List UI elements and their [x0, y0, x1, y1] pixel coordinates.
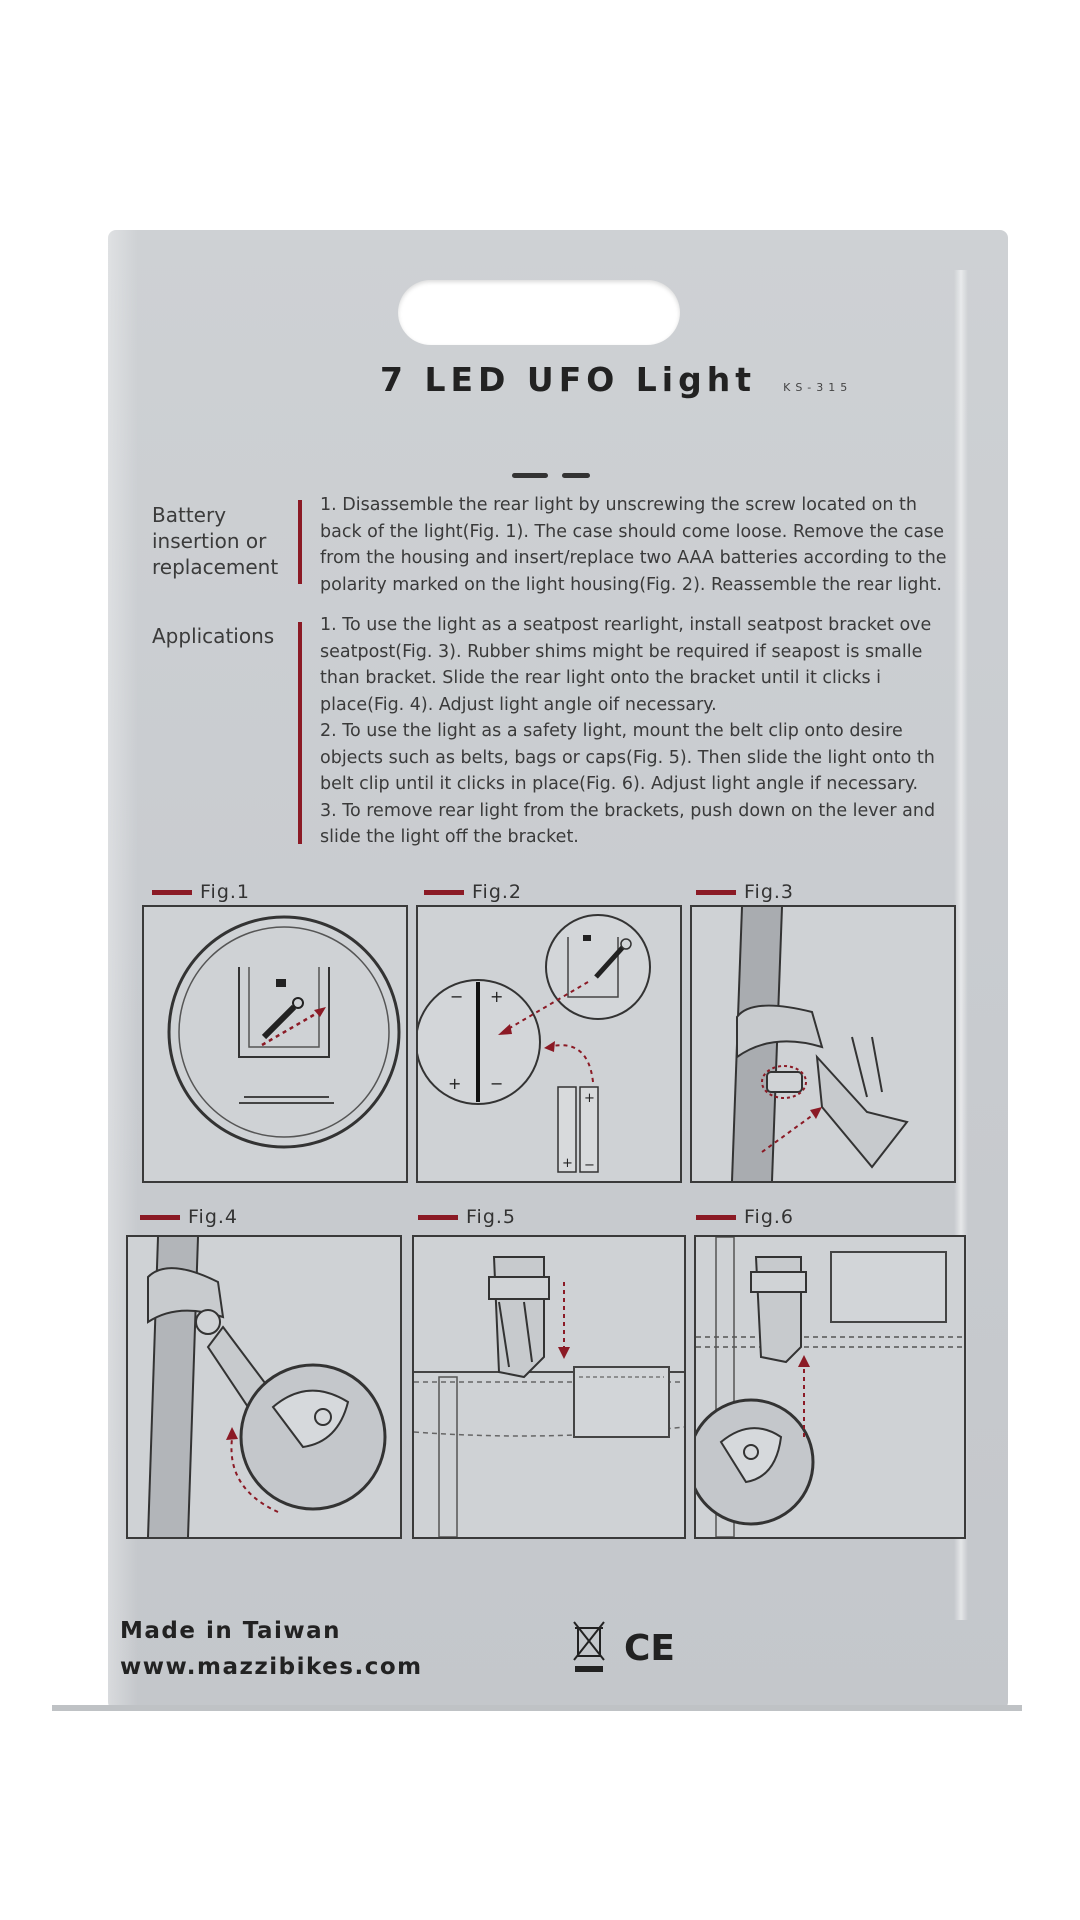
text-line: 3. To remove rear light from the bracket…: [320, 800, 936, 821]
product-title: 7 LED UFO Light: [380, 360, 757, 399]
dash-mark-left: [512, 473, 548, 478]
applications-section-divider: [298, 622, 302, 844]
text-line: objects such as belts, bags or caps(Fig.…: [320, 747, 935, 768]
battery-section-divider: [298, 500, 302, 584]
label-line: Applications: [152, 624, 275, 648]
model-number: KS-315: [783, 381, 853, 394]
battery-section-text: 1. Disassemble the rear light by unscrew…: [320, 492, 970, 598]
svg-text:−: −: [450, 987, 463, 1006]
text-line: seatpost(Fig. 3). Rubber shims might be …: [320, 641, 923, 662]
dash-mark-right: [562, 473, 590, 478]
svg-text:−: −: [584, 1158, 595, 1173]
fig6-label: Fig.6: [696, 1205, 794, 1229]
label-line: Battery: [152, 503, 227, 527]
fig5-illustration: [412, 1235, 686, 1539]
fig5-label: Fig.5: [418, 1205, 516, 1229]
svg-text:+: +: [584, 1091, 595, 1106]
made-in-taiwan: Made in Taiwan: [120, 1618, 342, 1644]
text-line: place(Fig. 4). Adjust light angle oif ne…: [320, 694, 717, 715]
fig1-illustration: [142, 905, 408, 1183]
text-line: from the housing and insert/replace two …: [320, 548, 947, 568]
text-line: belt clip until it clicks in place(Fig. …: [320, 774, 919, 794]
fig1-label: Fig.1: [152, 880, 250, 904]
text-line: polarity marked on the light housing(Fig…: [320, 574, 942, 595]
fig2-illustration: − + + − + + −: [416, 905, 682, 1183]
text-line: than bracket. Slide the rear light onto …: [320, 668, 882, 688]
weee-bin-icon: [573, 1621, 605, 1672]
text-line: 2. To use the light as a safety light, m…: [320, 721, 903, 741]
label-line: replacement: [152, 555, 279, 579]
fig2-label: Fig.2: [424, 880, 522, 904]
svg-text:+: +: [448, 1074, 461, 1093]
text-line: back of the light(Fig. 1). The case shou…: [320, 521, 944, 542]
fig4-illustration: [126, 1235, 402, 1539]
svg-text:−: −: [490, 1074, 503, 1093]
website-url: www.mazzibikes.com: [120, 1654, 423, 1680]
ce-mark: CE: [624, 1628, 676, 1669]
svg-text:+: +: [562, 1156, 573, 1171]
applications-section-label: Applications: [152, 623, 292, 649]
text-line: slide the light off the bracket.: [320, 827, 579, 847]
fig3-illustration: [690, 905, 956, 1183]
fig3-label: Fig.3: [696, 880, 794, 904]
label-line: insertion or: [152, 529, 267, 553]
compliance-marks: [572, 1620, 692, 1680]
product-title-row: 7 LED UFO Light KS-315: [380, 360, 852, 399]
fig6-illustration: [694, 1235, 966, 1539]
svg-text:+: +: [490, 987, 503, 1006]
fig4-label: Fig.4: [140, 1205, 238, 1229]
battery-section-label: Battery insertion or replacement: [152, 502, 292, 580]
blister-edge: [52, 1705, 1022, 1711]
text-line: 1. To use the light as a seatpost rearli…: [320, 615, 932, 635]
text-line: 1. Disassemble the rear light by unscrew…: [320, 495, 917, 515]
applications-section-text: 1. To use the light as a seatpost rearli…: [320, 612, 970, 851]
hang-hole: [398, 280, 680, 345]
